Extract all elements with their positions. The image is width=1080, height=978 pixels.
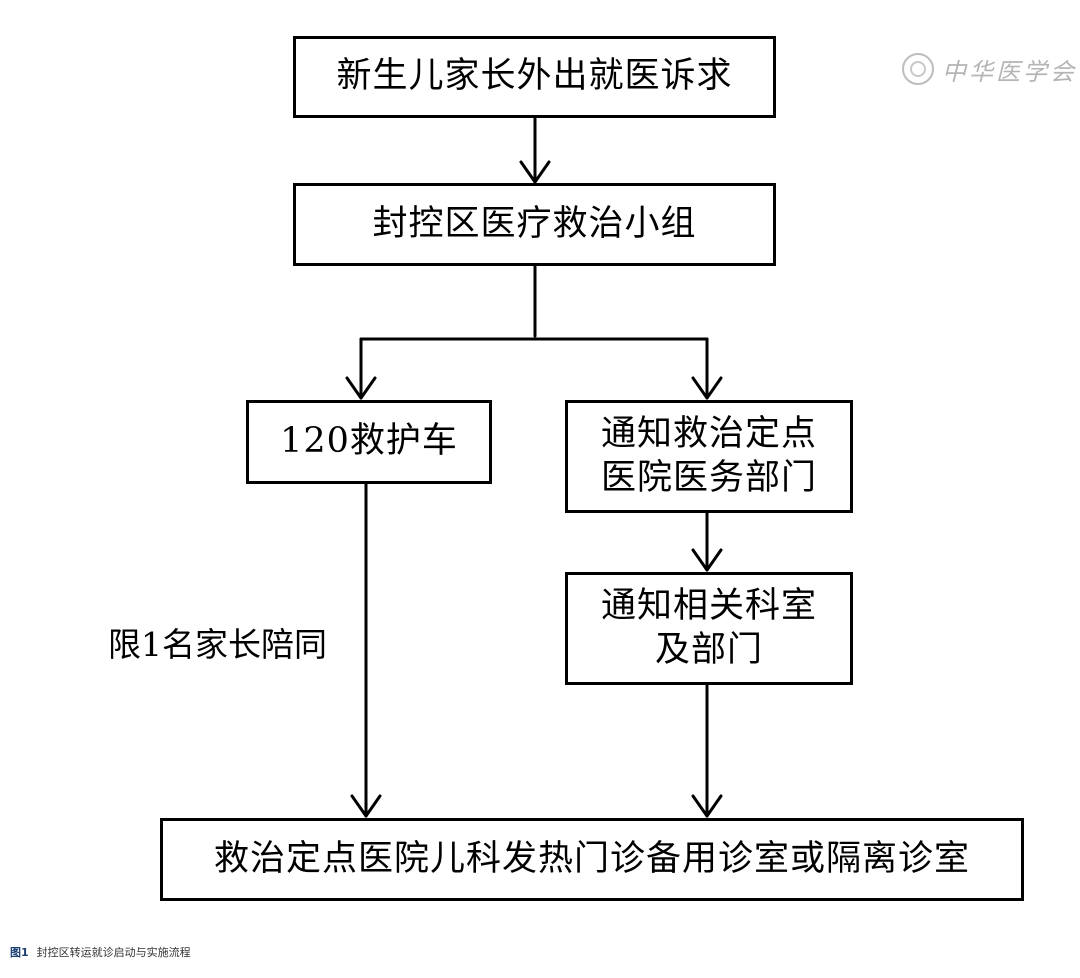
watermark: 中华医学会: [902, 50, 1074, 88]
node-notify-dept-line1: 通知相关科室: [600, 585, 817, 626]
watermark-text: 中华医学会: [942, 57, 1077, 86]
node-notify-dept-line2: 及部门: [654, 629, 763, 670]
node-notify-dept: 通知相关科室 及部门: [565, 572, 853, 685]
arrowhead-ambulance: [345, 376, 377, 400]
node-ambulance-label: 120救护车: [280, 421, 458, 462]
node-notify-hospital: 通知救治定点 医院医务部门: [565, 400, 853, 513]
node-notify-hospital-line1: 通知救治定点: [600, 413, 817, 454]
arrowhead-notify-hospital: [691, 376, 723, 400]
node-notify-hospital-line2: 医院医务部门: [600, 457, 817, 498]
node-team: 封控区医疗救治小组: [293, 183, 776, 266]
node-team-label: 封控区医疗救治小组: [372, 203, 697, 244]
arrowhead-notify-dept: [691, 548, 723, 572]
node-ambulance: 120救护车: [246, 400, 492, 484]
node-destination-label: 救治定点医院儿科发热门诊备用诊室或隔离诊室: [213, 838, 970, 879]
figure-caption-text: 封控区转运就诊启动与实施流程: [36, 946, 191, 959]
node-request-label: 新生儿家长外出就医诉求: [336, 56, 733, 97]
seal-icon: [902, 53, 934, 85]
arrowhead-team: [519, 160, 551, 184]
node-request: 新生儿家长外出就医诉求: [293, 36, 776, 118]
edge-label-companion: 限1名家长陪同: [108, 625, 327, 664]
figure-caption-number: 图1: [10, 946, 29, 959]
node-destination: 救治定点医院儿科发热门诊备用诊室或隔离诊室: [160, 818, 1024, 901]
figure-caption: 图1 封控区转运就诊启动与实施流程: [10, 944, 191, 960]
arrowhead-destination-left: [350, 794, 382, 818]
arrowhead-destination-right: [691, 794, 723, 818]
